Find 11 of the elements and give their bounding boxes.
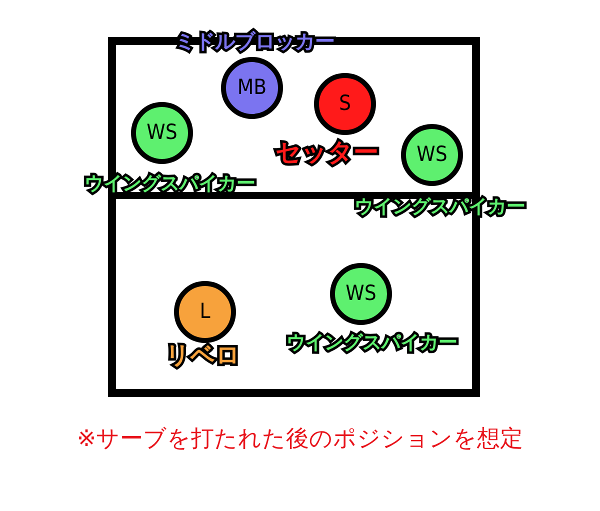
- position-letter: MB: [237, 77, 267, 98]
- position-label: ウイングスパイカー: [286, 334, 458, 352]
- position-label: セッター: [276, 140, 378, 164]
- position-label: ウイングスパイカー: [84, 174, 256, 194]
- position-label: リベロ: [166, 343, 240, 367]
- position-letter: WS: [146, 122, 178, 144]
- position-letter: WS: [346, 283, 376, 304]
- position-letter: L: [200, 301, 210, 322]
- position-letter: S: [339, 93, 351, 114]
- position-letter: WS: [416, 144, 448, 166]
- note-text: ※サーブを打たれた後のポジションを想定: [76, 428, 524, 451]
